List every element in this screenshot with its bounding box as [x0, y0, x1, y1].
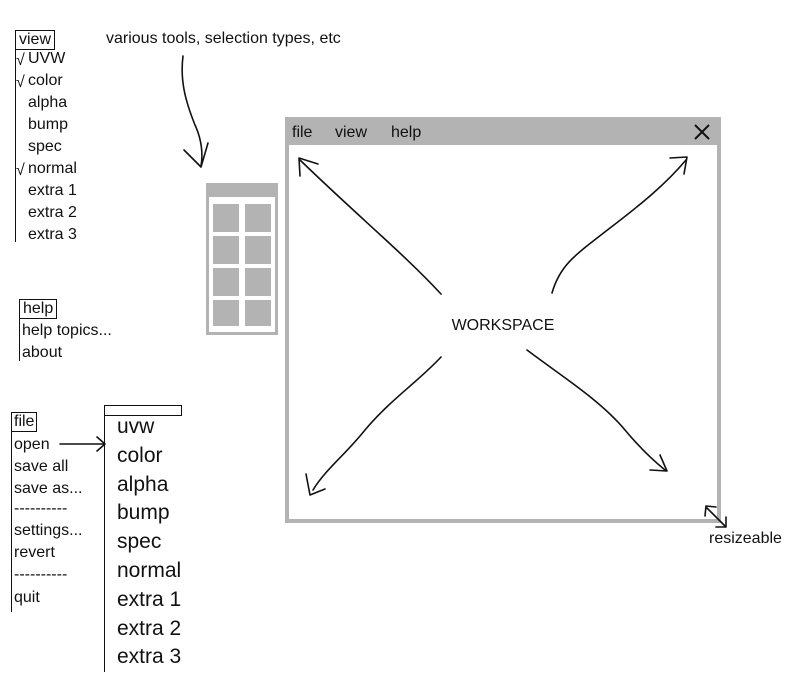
file-item-revert[interactable]: revert [14, 544, 55, 561]
view-item-extra-2[interactable]: extra 2 [28, 204, 77, 221]
view-item-bump[interactable]: bump [28, 116, 69, 133]
help-menu-title[interactable]: help [19, 299, 58, 319]
workspace-label: WORKSPACE [451, 317, 555, 334]
resize-arrow-head-b [715, 516, 727, 528]
resize-arrow-head-a [704, 505, 717, 517]
view-menu-title[interactable]: view [15, 30, 56, 50]
tool-button[interactable] [245, 204, 271, 232]
tools-arrow [181, 55, 203, 167]
view-item-normal[interactable]: normal [28, 160, 77, 177]
close-icon[interactable] [693, 123, 711, 141]
open-item-uvw[interactable]: uvw [117, 415, 155, 438]
view-item-spec[interactable]: spec [28, 138, 62, 155]
expand-arrow-top-left [299, 159, 442, 295]
tool-button[interactable] [245, 268, 271, 296]
toolbox-panel [206, 183, 278, 335]
view-item-alpha[interactable]: alpha [28, 94, 68, 111]
tool-button[interactable] [213, 236, 239, 264]
window-menu-file[interactable]: file [292, 124, 313, 141]
help-item-topics[interactable]: help topics... [22, 322, 112, 339]
tool-button[interactable] [245, 236, 271, 264]
expand-arrow-head-br [649, 454, 668, 472]
open-item-normal[interactable]: normal [117, 559, 182, 582]
open-item-extra-3[interactable]: extra 3 [117, 645, 182, 668]
open-submenu-edge [104, 416, 105, 672]
file-separator: ---------- [14, 566, 68, 583]
open-item-color[interactable]: color [117, 444, 163, 467]
open-item-alpha[interactable]: alpha [117, 473, 169, 496]
view-item-uvw[interactable]: UVW [28, 50, 66, 67]
tools-note: various tools, selection types, etc [106, 30, 341, 47]
open-item-extra-2[interactable]: extra 2 [117, 617, 182, 640]
file-item-settings[interactable]: settings... [14, 522, 83, 539]
open-submenu-header [104, 405, 182, 416]
file-item-save-all[interactable]: save all [14, 458, 69, 475]
open-item-bump[interactable]: bump [117, 501, 170, 524]
expand-arrow-bottom-right [526, 349, 666, 471]
expand-arrow-head-tl [298, 157, 319, 177]
file-item-quit[interactable]: quit [14, 589, 40, 606]
open-item-extra-1[interactable]: extra 1 [117, 588, 182, 611]
file-item-save-as[interactable]: save as... [14, 480, 83, 497]
resize-arrow [706, 507, 726, 527]
expand-arrow-head-bl [305, 473, 326, 496]
resize-note: resizeable [709, 530, 782, 547]
check-icon: √ [16, 52, 25, 69]
expand-arrow-top-right [551, 159, 687, 294]
view-item-extra-1[interactable]: extra 1 [28, 182, 77, 199]
open-arrow-head [96, 436, 106, 452]
open-item-spec[interactable]: spec [117, 530, 162, 553]
tool-button[interactable] [213, 204, 239, 232]
window-menu-bar: file view help [289, 121, 717, 145]
check-icon: √ [16, 162, 25, 179]
tool-button[interactable] [213, 268, 239, 296]
help-menu-edge [19, 319, 20, 361]
view-item-color[interactable]: color [28, 72, 63, 89]
tools-arrow-head [183, 142, 209, 168]
toolbox-title-bar[interactable] [206, 183, 278, 197]
help-item-about[interactable]: about [22, 344, 63, 361]
file-separator: ---------- [14, 500, 68, 517]
file-item-open[interactable]: open [14, 436, 50, 453]
view-menu-edge [15, 50, 16, 242]
window-menu-help[interactable]: help [391, 124, 422, 141]
tool-button[interactable] [245, 300, 271, 326]
view-item-extra-3[interactable]: extra 3 [28, 226, 77, 243]
file-menu-title[interactable]: file [11, 412, 38, 432]
window-menu-view[interactable]: view [335, 124, 368, 141]
expand-arrow-bottom-left [312, 356, 442, 491]
check-icon: √ [16, 74, 25, 91]
tool-button[interactable] [213, 300, 239, 326]
file-menu-edge [11, 432, 12, 612]
expand-arrow-head-tr [669, 156, 688, 175]
